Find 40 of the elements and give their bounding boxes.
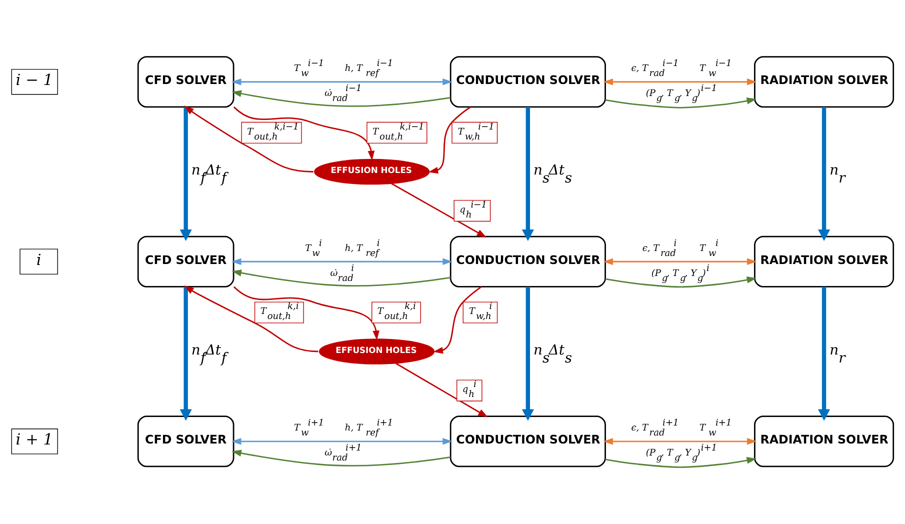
arrow (233, 286, 380, 340)
arrow (232, 90, 450, 107)
arrow (605, 276, 757, 288)
arrow (433, 286, 482, 354)
arrow (603, 438, 757, 445)
arrow (180, 107, 192, 241)
arrow (231, 258, 452, 266)
arrow (184, 286, 318, 352)
arrow (232, 450, 450, 466)
node-box: i (20, 248, 58, 275)
arrow (391, 183, 487, 238)
node-box: i + 1 (11, 428, 58, 454)
arrow (184, 106, 314, 172)
arrow (232, 270, 451, 286)
arrow (522, 286, 534, 421)
node-box: RADIATION SOLVER (754, 56, 894, 108)
node-box: CONDUCTION SOLVER (450, 236, 606, 288)
node-box: CONDUCTION SOLVER (450, 56, 606, 108)
arrow (522, 107, 534, 242)
arrow (605, 98, 757, 108)
node-box: RADIATION SOLVER (754, 236, 894, 288)
node-ellipse: EFFUSION HOLES (314, 158, 430, 185)
arrow (818, 107, 830, 241)
arrow (180, 286, 192, 421)
node-box: CFD SOLVER (137, 236, 234, 288)
arrow (603, 78, 757, 86)
node-box: CFD SOLVER (137, 56, 234, 108)
node-box: i − 1 (11, 68, 58, 95)
arrow (605, 457, 757, 468)
arrow (233, 106, 375, 161)
arrow (818, 286, 830, 421)
arrow (396, 362, 488, 418)
node-box: CONDUCTION SOLVER (450, 416, 606, 468)
node-box: RADIATION SOLVER (754, 416, 894, 468)
arrow (603, 258, 757, 266)
arrow (231, 438, 452, 445)
node-ellipse: EFFUSION HOLES (318, 338, 435, 364)
node-box: CFD SOLVER (137, 416, 234, 468)
arrow (231, 78, 452, 86)
arrow (428, 106, 471, 174)
